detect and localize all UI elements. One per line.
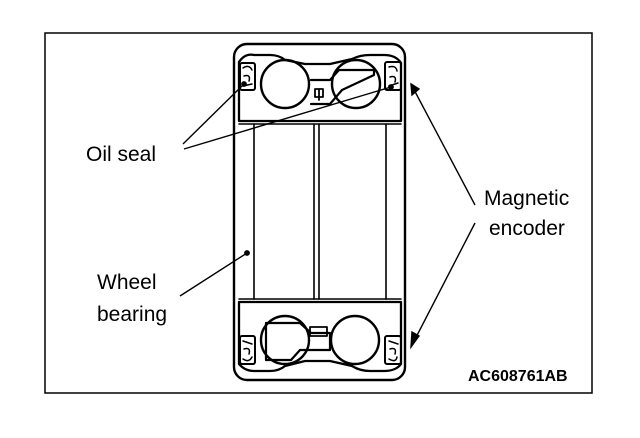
wheel-bearing-label-line-2: bearing bbox=[97, 303, 168, 326]
callout-lines bbox=[179, 81, 476, 350]
oil-seal-leader-left bbox=[182, 83, 245, 145]
oil-seal-leader-right bbox=[183, 86, 392, 150]
upper-right-seal-lips bbox=[388, 65, 399, 87]
lower-right-oil-seal bbox=[384, 335, 402, 365]
upper-cage-lock bbox=[314, 88, 324, 101]
upper-right-ball bbox=[330, 58, 382, 110]
wheel-bearing-leader bbox=[179, 252, 248, 297]
lower-right-ball bbox=[329, 314, 381, 366]
oil-seal-label: Oil seal bbox=[86, 143, 157, 166]
magnetic-encoder-label-line-2: encoder bbox=[489, 217, 565, 240]
oil-seal-left-pointer-dot bbox=[241, 81, 247, 87]
upper-cage bbox=[309, 68, 376, 106]
magnetic-encoder-lower-arrowhead bbox=[410, 330, 421, 350]
lower-cage bbox=[264, 321, 332, 362]
figure-frame bbox=[44, 32, 593, 394]
oil-seal-right-pointer-dot bbox=[388, 84, 394, 90]
magnetic-encoder-leader-lower bbox=[410, 222, 476, 348]
wheel-bearing bbox=[232, 42, 407, 382]
bearing-outline bbox=[232, 42, 407, 382]
lower-left-oil-seal bbox=[239, 335, 256, 365]
lower-cage-lock bbox=[309, 326, 328, 337]
upper-left-ball bbox=[259, 58, 311, 110]
magnetic-encoder-label-line-1: Magnetic bbox=[484, 187, 570, 210]
upper-left-oil-seal bbox=[239, 62, 256, 91]
magnetic-encoder-upper-arrowhead bbox=[410, 82, 421, 97]
figure-code: AC608761AB bbox=[468, 368, 568, 385]
upper-right-oil-seal bbox=[384, 61, 402, 91]
wheel-bearing-pointer-dot bbox=[244, 250, 250, 256]
lower-left-ball bbox=[259, 314, 311, 366]
magnetic-encoder-leader-upper bbox=[410, 83, 476, 206]
bearing-lower-race bbox=[237, 300, 403, 373]
lower-right-seal-lips bbox=[388, 340, 399, 362]
bearing-upper-race bbox=[237, 53, 403, 123]
wheel-bearing-label-line-1: Wheel bbox=[97, 271, 157, 294]
lower-left-seal-lips bbox=[242, 340, 253, 362]
